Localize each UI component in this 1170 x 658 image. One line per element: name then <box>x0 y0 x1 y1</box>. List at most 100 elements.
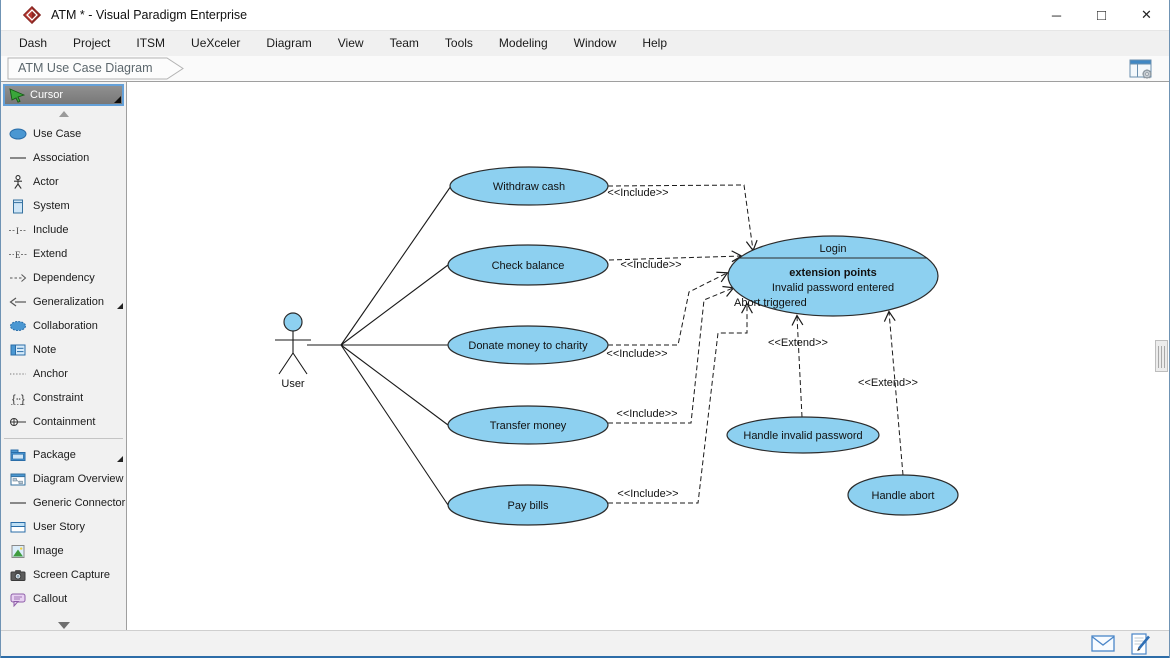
window-title: ATM * - Visual Paradigm Enterprise <box>51 8 248 22</box>
tool-user-story[interactable]: User Story <box>1 515 126 539</box>
flyout-indicator-icon <box>117 456 123 462</box>
connector-extend-handle-invalid-password[interactable] <box>791 314 804 418</box>
use-case-pay-bills[interactable]: Pay bills <box>447 484 609 526</box>
toolbox-scroll-up[interactable] <box>1 106 126 122</box>
toolbox-scroll-down[interactable] <box>1 617 126 633</box>
include-label: <<Include>> <box>606 348 667 360</box>
association-icon <box>8 151 28 165</box>
close-button[interactable]: ✕ <box>1141 7 1152 22</box>
user-story-icon <box>8 520 28 534</box>
use-case-label: Handle invalid password <box>743 430 862 442</box>
tool-system[interactable]: System <box>1 194 126 218</box>
cursor-flyout-icon <box>114 96 121 103</box>
diagram-canvas[interactable]: <<Include>> <<Include>> <<Include>> <<In… <box>127 82 1169 630</box>
tool-label: Containment <box>33 416 96 428</box>
menu-uexceler[interactable]: UeXceler <box>191 36 241 50</box>
menu-tools[interactable]: Tools <box>444 36 473 50</box>
menu-diagram[interactable]: Diagram <box>266 36 312 50</box>
include-label: <<Include>> <box>607 187 668 199</box>
extend-label: <<Extend>> <box>858 377 918 389</box>
cursor-tool-button[interactable]: Cursor <box>3 84 124 106</box>
tool-image[interactable]: Image <box>1 539 126 563</box>
anchor-icon <box>8 367 28 381</box>
mail-icon[interactable] <box>1091 635 1115 652</box>
tool-include[interactable]: I Include <box>1 218 126 242</box>
use-case-check-balance[interactable]: Check balance <box>447 244 609 286</box>
tool-anchor[interactable]: Anchor <box>1 362 126 386</box>
tool-screen-capture[interactable]: Screen Capture <box>1 563 126 587</box>
tool-constraint[interactable]: {} Constraint <box>1 386 126 410</box>
panel-collapse-grip[interactable] <box>1155 340 1168 372</box>
extend-label: <<Extend>> <box>768 337 828 349</box>
tool-generalization[interactable]: Generalization <box>1 290 126 314</box>
edit-note-icon[interactable] <box>1131 632 1151 655</box>
tool-containment[interactable]: Containment <box>1 410 126 434</box>
note-icon <box>8 343 28 357</box>
tool-callout[interactable]: Callout <box>1 587 126 611</box>
tool-label: Association <box>33 152 90 164</box>
connector-include-donate-money[interactable] <box>608 271 729 346</box>
tool-package[interactable]: Package <box>1 443 126 467</box>
diagram-tab-bar: ATM Use Case Diagram <box>1 56 1169 82</box>
menu-view[interactable]: View <box>337 36 364 50</box>
window-controls: ─ □ ✕ <box>1034 0 1169 30</box>
tool-label: Generic Connector <box>33 497 126 509</box>
tool-use-case[interactable]: Use Case <box>1 122 126 146</box>
use-case-donate-money-to-charity[interactable]: Donate money to charity <box>447 325 609 365</box>
minimize-button[interactable]: ─ <box>1051 7 1062 23</box>
use-case-withdraw-cash[interactable]: Withdraw cash <box>449 166 609 206</box>
connector-include-transfer-money[interactable] <box>608 285 735 424</box>
status-bar <box>1 630 1169 656</box>
association-lines[interactable] <box>307 185 452 506</box>
connector-include-withdraw-cash[interactable] <box>607 184 758 252</box>
tool-label: Generalization <box>33 296 104 308</box>
tab-atm-use-case-diagram[interactable]: ATM Use Case Diagram <box>7 57 185 80</box>
tool-generic-connector[interactable]: Generic Connector <box>1 491 126 515</box>
tool-label: Constraint <box>33 392 84 404</box>
menu-itsm[interactable]: ITSM <box>136 36 166 50</box>
tool-extend[interactable]: E Extend <box>1 242 126 266</box>
tool-collaboration[interactable]: Collaboration <box>1 314 126 338</box>
use-case-handle-abort[interactable]: Handle abort <box>847 474 959 516</box>
tool-dependency[interactable]: Dependency <box>1 266 126 290</box>
flyout-indicator-icon <box>117 303 123 309</box>
use-case-label: Check balance <box>492 260 565 272</box>
menu-dash[interactable]: Dash <box>19 36 48 50</box>
use-case-login[interactable]: Login extension points Invalid password … <box>727 235 939 317</box>
tool-diagram-overview[interactable]: Diagram Overview <box>1 467 126 491</box>
tool-label: Extend <box>33 248 68 260</box>
include-icon: I <box>8 223 28 237</box>
menu-team[interactable]: Team <box>389 36 419 50</box>
package-icon <box>8 448 28 462</box>
generalization-icon <box>8 295 28 309</box>
actor-label: User <box>281 378 305 390</box>
tool-label: Include <box>33 224 69 236</box>
menu-window[interactable]: Window <box>573 36 617 50</box>
connector-include-check-balance[interactable] <box>608 250 743 263</box>
use-case-handle-invalid-password[interactable]: Handle invalid password <box>726 416 880 454</box>
extension-point: Invalid password entered <box>772 282 894 294</box>
actor-user[interactable]: User <box>275 312 311 390</box>
window-panel-icon[interactable] <box>1129 59 1155 80</box>
menu-modeling[interactable]: Modeling <box>498 36 548 50</box>
tool-actor[interactable]: Actor <box>1 170 126 194</box>
menu-project[interactable]: Project <box>73 36 111 50</box>
connector-extend-handle-abort[interactable] <box>883 310 904 476</box>
containment-icon <box>8 415 28 429</box>
connector-include-pay-bills[interactable] <box>608 302 753 504</box>
login-title: Login <box>820 243 847 255</box>
tool-label: System <box>33 200 70 212</box>
tool-label: Image <box>33 545 64 557</box>
tool-association[interactable]: Association <box>1 146 126 170</box>
dependency-icon <box>8 271 28 285</box>
title-bar: ATM * - Visual Paradigm Enterprise ─ □ ✕ <box>1 0 1169 30</box>
tool-label: Collaboration <box>33 320 98 332</box>
diagram-overview-icon <box>8 472 28 487</box>
menu-help[interactable]: Help <box>642 36 667 50</box>
use-case-transfer-money[interactable]: Transfer money <box>447 405 609 445</box>
tool-note[interactable]: Note <box>1 338 126 362</box>
include-label: <<Include>> <box>617 488 678 500</box>
maximize-button[interactable]: □ <box>1096 6 1107 24</box>
tool-label: Use Case <box>33 128 82 140</box>
use-case-label: Pay bills <box>508 500 549 512</box>
